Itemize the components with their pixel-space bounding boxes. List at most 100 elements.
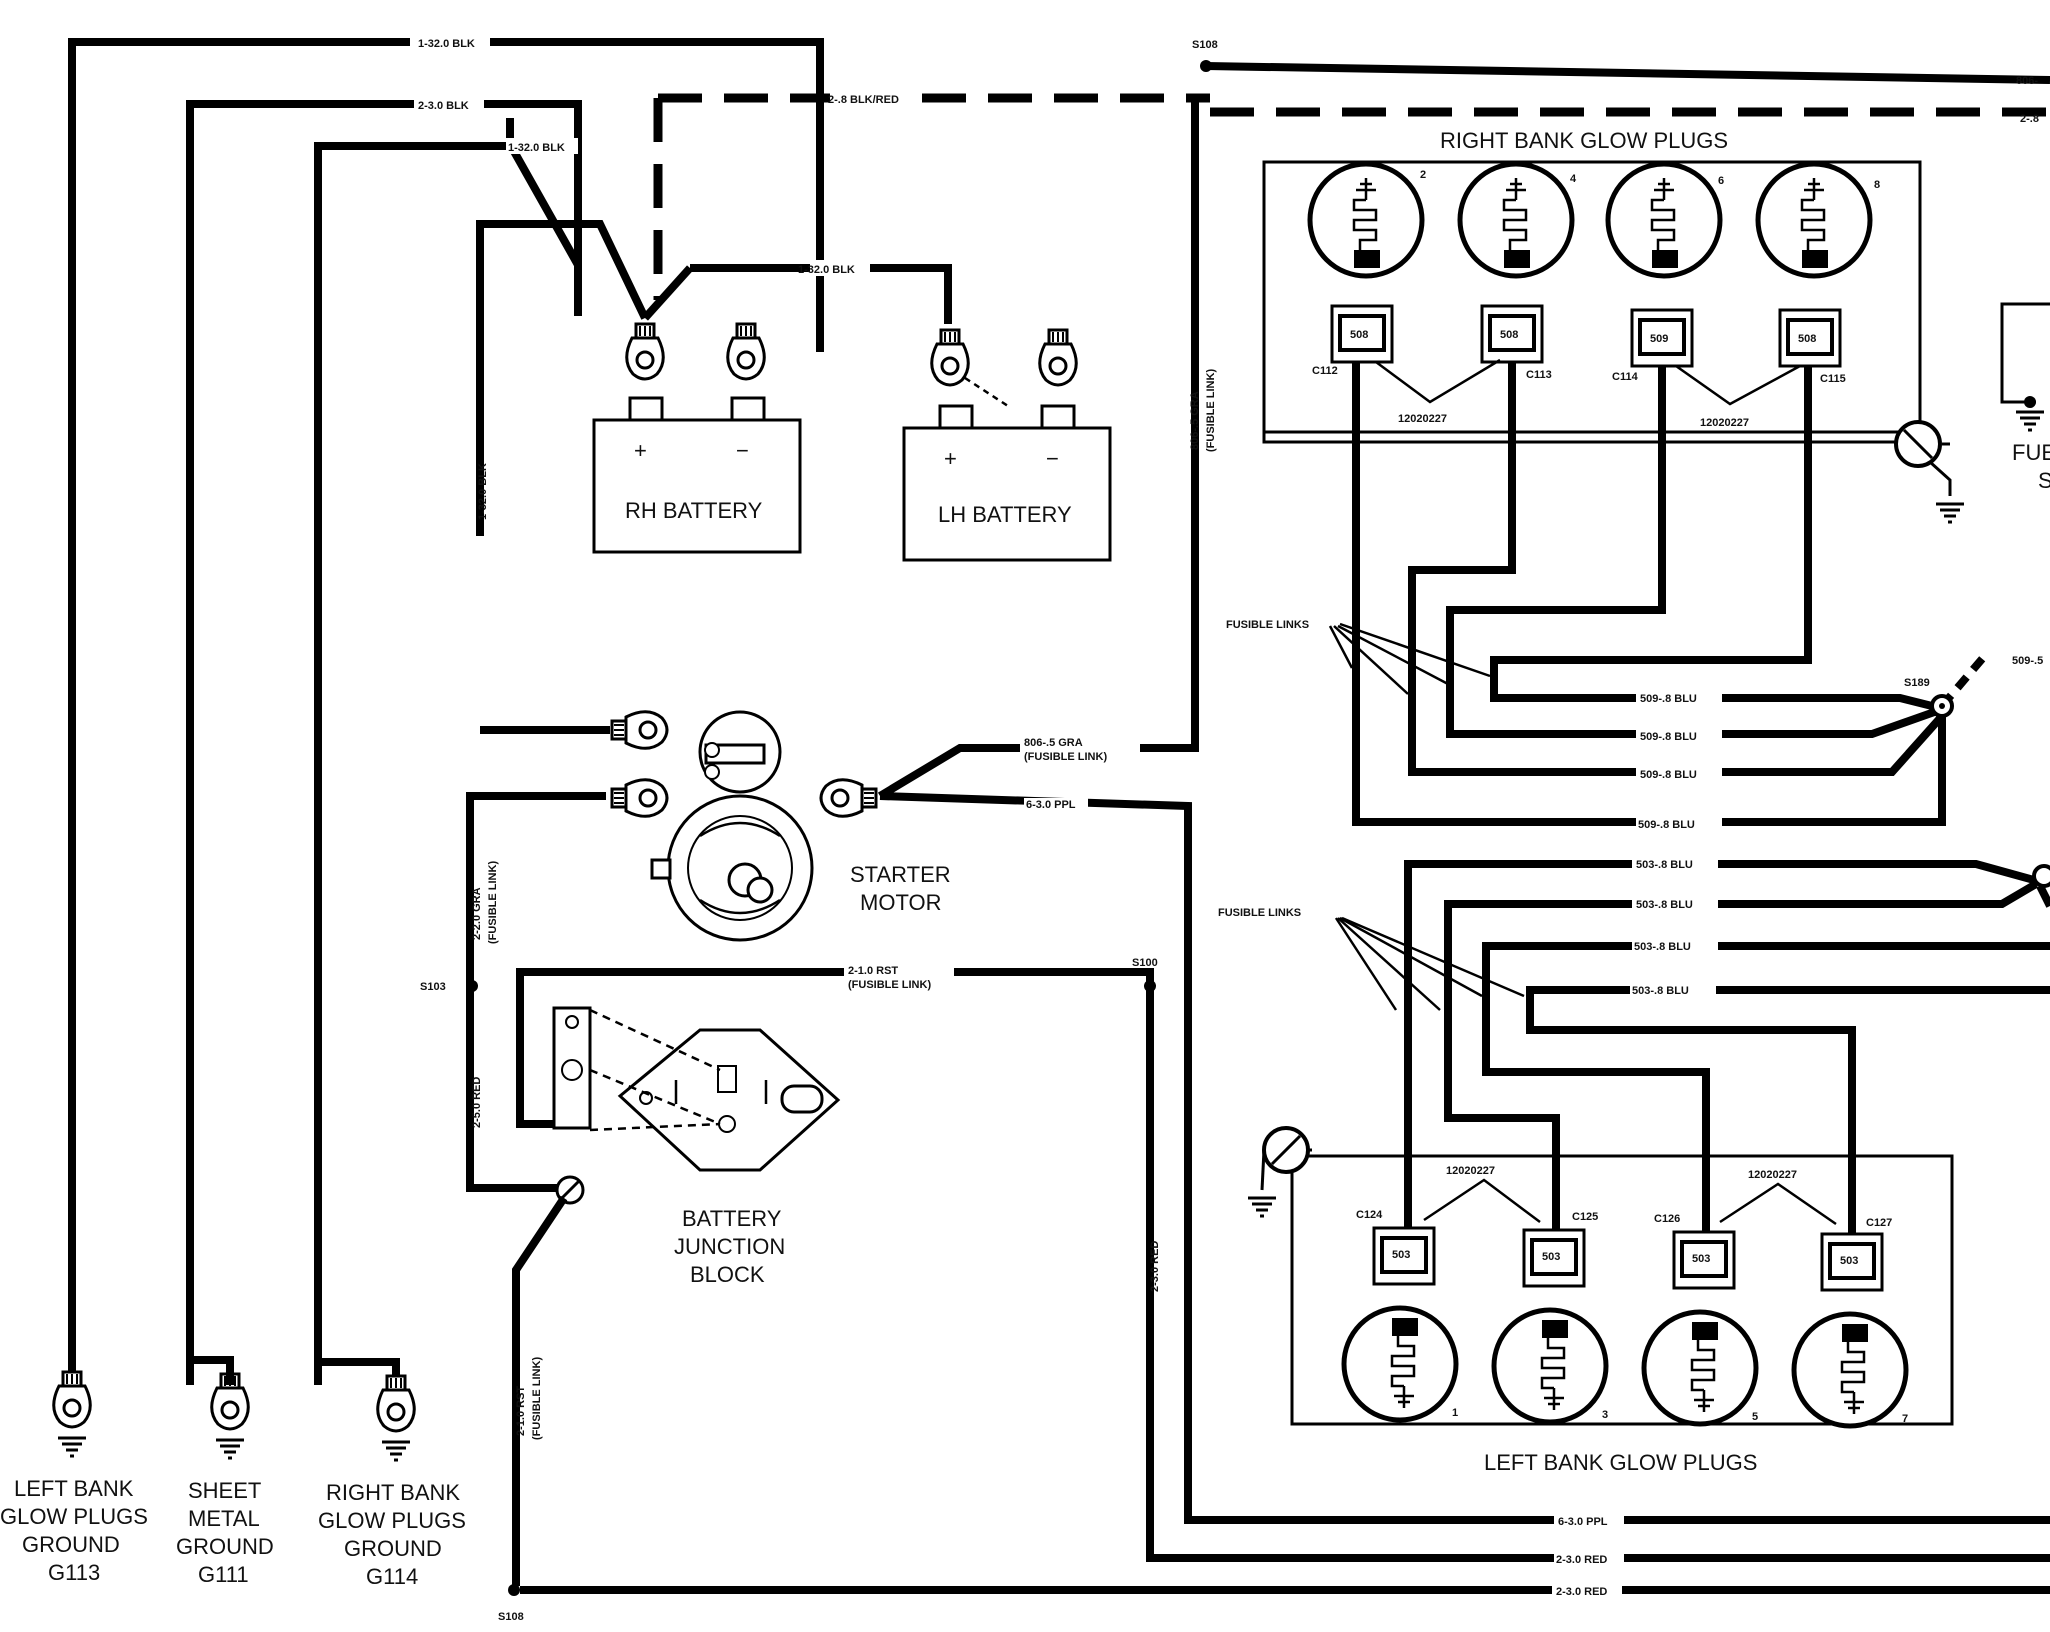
ground-g113: LEFT BANK GLOW PLUGS GROUND G113 xyxy=(0,1370,148,1585)
g114-line4: G114 xyxy=(366,1564,418,1589)
wire-label-12b: (FUSIBLE LINK) xyxy=(531,1357,543,1440)
rb-pin-3: 509 xyxy=(1650,333,1668,345)
lb-conn-c125: C125 xyxy=(1572,1211,1598,1223)
wire-label-2: 2-3.0 BLK xyxy=(418,100,469,112)
lb-pin-4: 503 xyxy=(1840,1255,1858,1267)
wire-2-2-gra xyxy=(466,792,606,1192)
wire-1-32-blk-rh-pos-b xyxy=(642,265,693,321)
rh-battery: + − RH BATTERY xyxy=(592,396,802,554)
g114-line2: GLOW PLUGS xyxy=(318,1508,466,1533)
wire-label-17: 509-.8 BLU xyxy=(1640,693,1697,705)
rh-battery-plus: + xyxy=(634,438,647,463)
wire-label-10: 2-5.0 RED xyxy=(471,1077,483,1128)
wire-1-32-blk-g113 xyxy=(68,38,824,1385)
wire-label-24: 503-.8 BLU xyxy=(1634,941,1691,953)
rb-plug-4: 4 xyxy=(1570,173,1577,185)
wire-2-3-red-s100 xyxy=(1146,990,2050,1562)
fusible-links-upper: FUSIBLE LINKS xyxy=(1226,619,1309,631)
splice-s108-bottom: S108 xyxy=(498,1611,524,1623)
g113-line2: GLOW PLUGS xyxy=(0,1504,148,1529)
wire-2-1-rst-top xyxy=(516,968,1154,1128)
g114-line3: GROUND xyxy=(344,1536,442,1561)
rb-conn-c112: C112 xyxy=(1312,365,1338,377)
rb-plug-6: 6 xyxy=(1718,175,1724,187)
wire-label-26: 6-3.0 PPL xyxy=(1558,1516,1608,1528)
wire-label-16: 2-.8 xyxy=(2020,113,2039,125)
wire-1-32-blk-rh-pos xyxy=(476,220,649,536)
lb-conn-c126: C126 xyxy=(1654,1213,1680,1225)
g111-line1: SHEET xyxy=(188,1478,261,1503)
wire-label-15: 806- xyxy=(2016,75,2038,87)
right-bank-glow-plugs: RIGHT BANK GLOW PLUGS 2 4 6 8 508 508 50… xyxy=(1262,128,1966,524)
fusible-arrows-lower xyxy=(1334,916,1525,1011)
lb-conn-c127: C127 xyxy=(1866,1217,1892,1229)
rb-conn-c113: C113 xyxy=(1526,369,1552,381)
left-bank-glow-plugs: 12020227 12020227 C124 C125 C126 C127 50… xyxy=(1246,1126,1954,1475)
lb-plug-5: 5 xyxy=(1752,1411,1758,1423)
wire-label-9b: (FUSIBLE LINK) xyxy=(487,861,499,944)
lh-battery-plus: + xyxy=(944,446,957,471)
wire-label-27: 2-3.0 RED xyxy=(1556,1554,1607,1566)
wire-806-right xyxy=(1205,62,2050,84)
wire-label-6: 1-32.0 BLK xyxy=(477,463,489,520)
wire-label-14b: (FUSIBLE LINK) xyxy=(1205,369,1217,452)
wire-2-3-blk-g111 xyxy=(186,100,582,1385)
starter-terminal-top xyxy=(610,710,669,750)
lb-plug-7: 7 xyxy=(1902,1413,1908,1425)
lb-plug-3: 3 xyxy=(1602,1409,1608,1421)
lb-part-2: 12020227 xyxy=(1748,1169,1797,1181)
battery-junction-block: BATTERY JUNCTION BLOCK xyxy=(552,1006,841,1287)
g111-line3: GROUND xyxy=(176,1534,274,1559)
wire-label-21: 509-.5 xyxy=(2012,655,2043,667)
wire-label-12: 2-1.0 RST xyxy=(515,1386,527,1436)
g113-line3: GROUND xyxy=(22,1532,120,1557)
g111-line2: METAL xyxy=(188,1506,260,1531)
rb-conn-c114: C114 xyxy=(1612,371,1639,383)
wire-1-32-blk-lh-pos xyxy=(690,264,952,324)
wire-806-gra-starter xyxy=(877,96,1199,800)
rb-part-1: 12020227 xyxy=(1398,413,1447,425)
lh-battery-label: LH BATTERY xyxy=(938,502,1072,527)
splice-s108-top: S108 xyxy=(1192,39,1218,51)
wire-509-rb-2 xyxy=(1446,366,1942,738)
rb-part-2: 12020227 xyxy=(1700,417,1749,429)
wire-2-1-rst-bottom xyxy=(512,1195,568,1586)
rb-conn-c115: C115 xyxy=(1820,373,1846,385)
fusible-arrows-upper xyxy=(1328,622,1491,695)
wire-label-13: 2-3.0 RED xyxy=(1149,1241,1161,1292)
g114-line1: RIGHT BANK xyxy=(326,1480,460,1505)
wire-label-25: 503-.8 BLU xyxy=(1632,985,1689,997)
rh-battery-pos-terminal xyxy=(625,322,665,381)
left-bank-title: LEFT BANK GLOW PLUGS xyxy=(1484,1450,1757,1475)
junction-label-1: BATTERY xyxy=(682,1206,782,1231)
wire-label-20: 509-.8 BLU xyxy=(1638,819,1695,831)
rh-battery-minus: − xyxy=(736,438,749,463)
battery-cables xyxy=(476,93,2050,734)
wire-label-9: 2-2.0 GRA xyxy=(471,887,483,940)
junction-label-3: BLOCK xyxy=(690,1262,765,1287)
ground-wires xyxy=(68,38,824,1385)
wire-509-rb-1 xyxy=(1490,366,1941,712)
rb-plug-2: 2 xyxy=(1420,169,1426,181)
wire-label-1: 1-32.0 BLK xyxy=(418,38,475,50)
wire-label-5: 2-.8 BLK/RED xyxy=(828,94,899,106)
lb-conn-c124: C124 xyxy=(1356,1209,1383,1221)
wire-label-19: 509-.8 BLU xyxy=(1640,769,1697,781)
lh-battery-minus: − xyxy=(1046,446,1059,471)
fue-cut-1: FUE xyxy=(2012,440,2050,465)
wire-label-22: 503-.8 BLU xyxy=(1636,859,1693,871)
wire-label-28: 2-3.0 RED xyxy=(1556,1586,1607,1598)
wire-label-23: 503-.8 BLU xyxy=(1636,899,1693,911)
wire-503-lb-1 xyxy=(1404,860,2036,1234)
starter-terminal-mid xyxy=(610,778,669,818)
wire-label-8: 6-3.0 PPL xyxy=(1026,799,1076,811)
starter-label-2: MOTOR xyxy=(860,890,941,915)
junction-label-2: JUNCTION xyxy=(674,1234,785,1259)
lb-pin-1: 503 xyxy=(1392,1249,1410,1261)
wire-label-18: 509-.8 BLU xyxy=(1640,731,1697,743)
fusible-links-lower: FUSIBLE LINKS xyxy=(1218,907,1301,919)
fue-cut-2: S xyxy=(2038,468,2050,493)
g113-line4: G113 xyxy=(48,1560,100,1585)
wire-label-11: 2-1.0 RST xyxy=(848,965,898,977)
